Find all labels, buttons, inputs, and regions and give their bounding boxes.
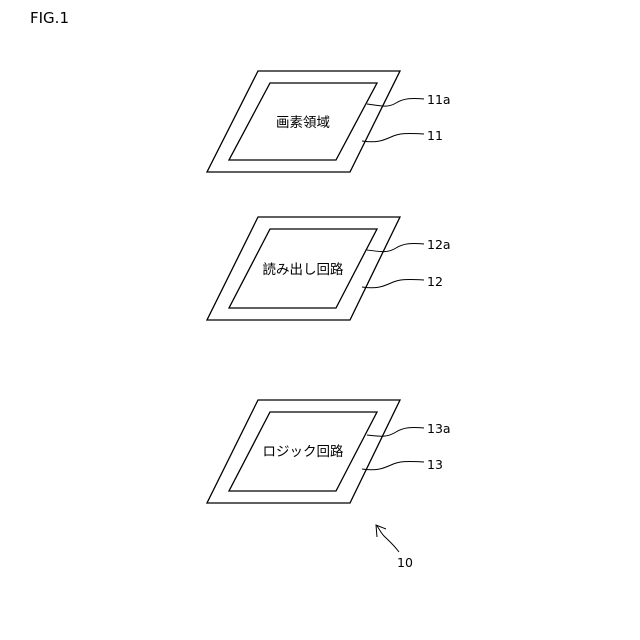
assembly-ref-label: 10 bbox=[397, 555, 413, 570]
ref-label-12a: 12a bbox=[427, 237, 451, 252]
layer-pixel-chip: 画素領域 11a 11 bbox=[207, 71, 451, 172]
ref-label-13: 13 bbox=[427, 457, 443, 472]
logic-circuit-label: ロジック回路 bbox=[263, 444, 344, 460]
figure-label: FIG.1 bbox=[30, 9, 69, 27]
ref-label-11: 11 bbox=[427, 128, 443, 143]
leader-line-11a bbox=[367, 98, 424, 106]
layer-logic-chip: ロジック回路 13a 13 bbox=[207, 400, 451, 503]
leader-line-11 bbox=[362, 133, 424, 141]
ref-label-11a: 11a bbox=[427, 92, 451, 107]
leader-line-13a bbox=[367, 427, 424, 436]
assembly-reference: 10 bbox=[376, 525, 413, 570]
ref-label-12: 12 bbox=[427, 274, 443, 289]
pixel-region-label: 画素領域 bbox=[276, 114, 330, 131]
leader-line-13 bbox=[362, 461, 424, 469]
leader-line-12 bbox=[362, 279, 424, 287]
leader-line-12a bbox=[367, 243, 424, 251]
assembly-arrow-line bbox=[377, 526, 399, 552]
readout-circuit-label: 読み出し回路 bbox=[263, 262, 344, 278]
layer-readout-chip: 読み出し回路 12a 12 bbox=[207, 217, 451, 320]
ref-label-13a: 13a bbox=[427, 421, 451, 436]
